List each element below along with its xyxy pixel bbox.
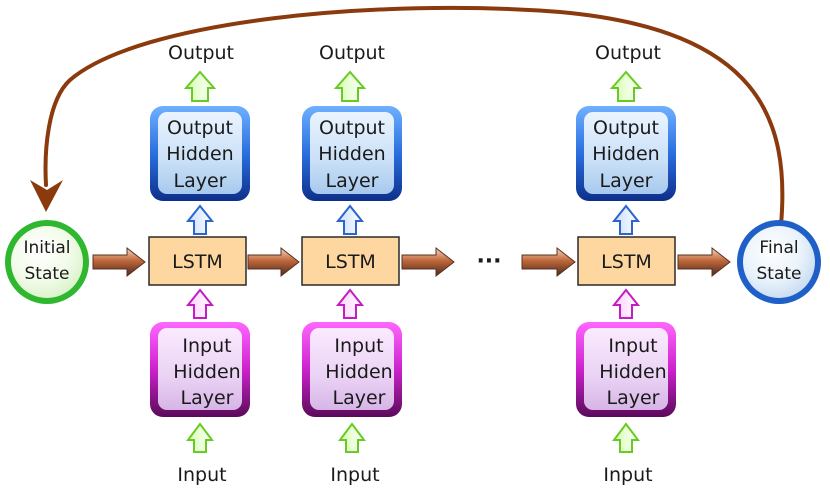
lstm-cell: LSTM — [148, 236, 247, 286]
lstm-label: LSTM — [601, 251, 652, 273]
flow-arrow-lstm2-to-ellipsis — [401, 246, 455, 278]
input-up-arrow-magenta — [611, 288, 641, 319]
output-hidden-layer-box: Output Hidden Layer — [576, 106, 676, 201]
output-hidden-line-2: Hidden — [166, 143, 233, 165]
input-label: Input — [603, 464, 652, 486]
output-hidden-layer-box: Output Hidden Layer — [302, 106, 402, 201]
output-hidden-line-3: Layer — [600, 170, 653, 192]
output-hidden-line-2: Hidden — [318, 143, 385, 165]
output-up-arrow — [333, 70, 367, 102]
input-label: Input — [330, 464, 379, 486]
input-hidden-line-1: Input — [608, 335, 657, 357]
input-hidden-layer-box: Input Hidden Layer — [302, 322, 402, 417]
initial-state-line-1: Initial — [23, 238, 70, 258]
hidden-up-arrow — [185, 204, 215, 235]
input-hidden-line-1: Input — [334, 335, 383, 357]
input-hidden-line-3: Layer — [607, 387, 660, 409]
output-label: Output — [319, 42, 385, 64]
flow-arrow-initial-to-lstm1 — [92, 246, 146, 278]
input-up-arrow-green — [338, 422, 366, 453]
input-hidden-line-3: Layer — [333, 387, 386, 409]
final-state-line-1: Final — [759, 238, 798, 258]
output-hidden-line-2: Hidden — [592, 143, 659, 165]
lstm-label: LSTM — [172, 251, 223, 273]
output-hidden-line-1: Output — [593, 117, 659, 139]
hidden-up-arrow — [611, 204, 641, 235]
flow-arrow-ellipsis-to-lstm3 — [521, 246, 576, 278]
input-hidden-line-2: Hidden — [599, 361, 666, 383]
final-state-node: Final State — [737, 220, 821, 304]
ellipsis: ··· — [476, 249, 501, 274]
input-up-arrow-green — [186, 422, 214, 453]
input-up-arrow-magenta — [185, 288, 215, 319]
lstm-label: LSTM — [325, 251, 376, 273]
input-hidden-line-2: Hidden — [173, 361, 240, 383]
flow-arrow-lstm3-to-final — [677, 246, 731, 278]
lstm-cell: LSTM — [577, 236, 676, 286]
input-hidden-line-2: Hidden — [325, 361, 392, 383]
input-up-arrow-magenta — [335, 288, 365, 319]
lstm-cell: LSTM — [301, 236, 400, 286]
input-hidden-line-1: Input — [182, 335, 231, 357]
hidden-up-arrow — [335, 204, 365, 235]
feedback-loop-arrow — [30, 5, 785, 227]
output-hidden-layer-box: Output Hidden Layer — [150, 106, 250, 201]
output-up-arrow — [183, 70, 217, 102]
column-1: Output Output Hidden Layer LSTM — [148, 42, 250, 486]
output-label: Output — [595, 42, 661, 64]
flow-arrow-lstm1-to-lstm2 — [247, 246, 300, 278]
initial-state-node: Initial State — [5, 220, 89, 304]
output-up-arrow — [609, 70, 643, 102]
input-up-arrow-green — [612, 422, 640, 453]
initial-state-line-2: State — [25, 264, 70, 284]
final-state-line-2: State — [757, 264, 802, 284]
output-hidden-line-1: Output — [167, 117, 233, 139]
output-hidden-line-1: Output — [319, 117, 385, 139]
column-2: Output Output Hidden Layer LSTM Input Hi… — [301, 42, 402, 486]
output-hidden-line-3: Layer — [174, 170, 227, 192]
input-hidden-layer-box: Input Hidden Layer — [150, 322, 250, 417]
input-hidden-line-3: Layer — [181, 387, 234, 409]
column-3: Output Output Hidden Layer LSTM Input Hi… — [576, 42, 676, 486]
output-label: Output — [168, 42, 234, 64]
input-label: Input — [177, 464, 226, 486]
input-hidden-layer-box: Input Hidden Layer — [576, 322, 676, 417]
output-hidden-line-3: Layer — [326, 170, 379, 192]
